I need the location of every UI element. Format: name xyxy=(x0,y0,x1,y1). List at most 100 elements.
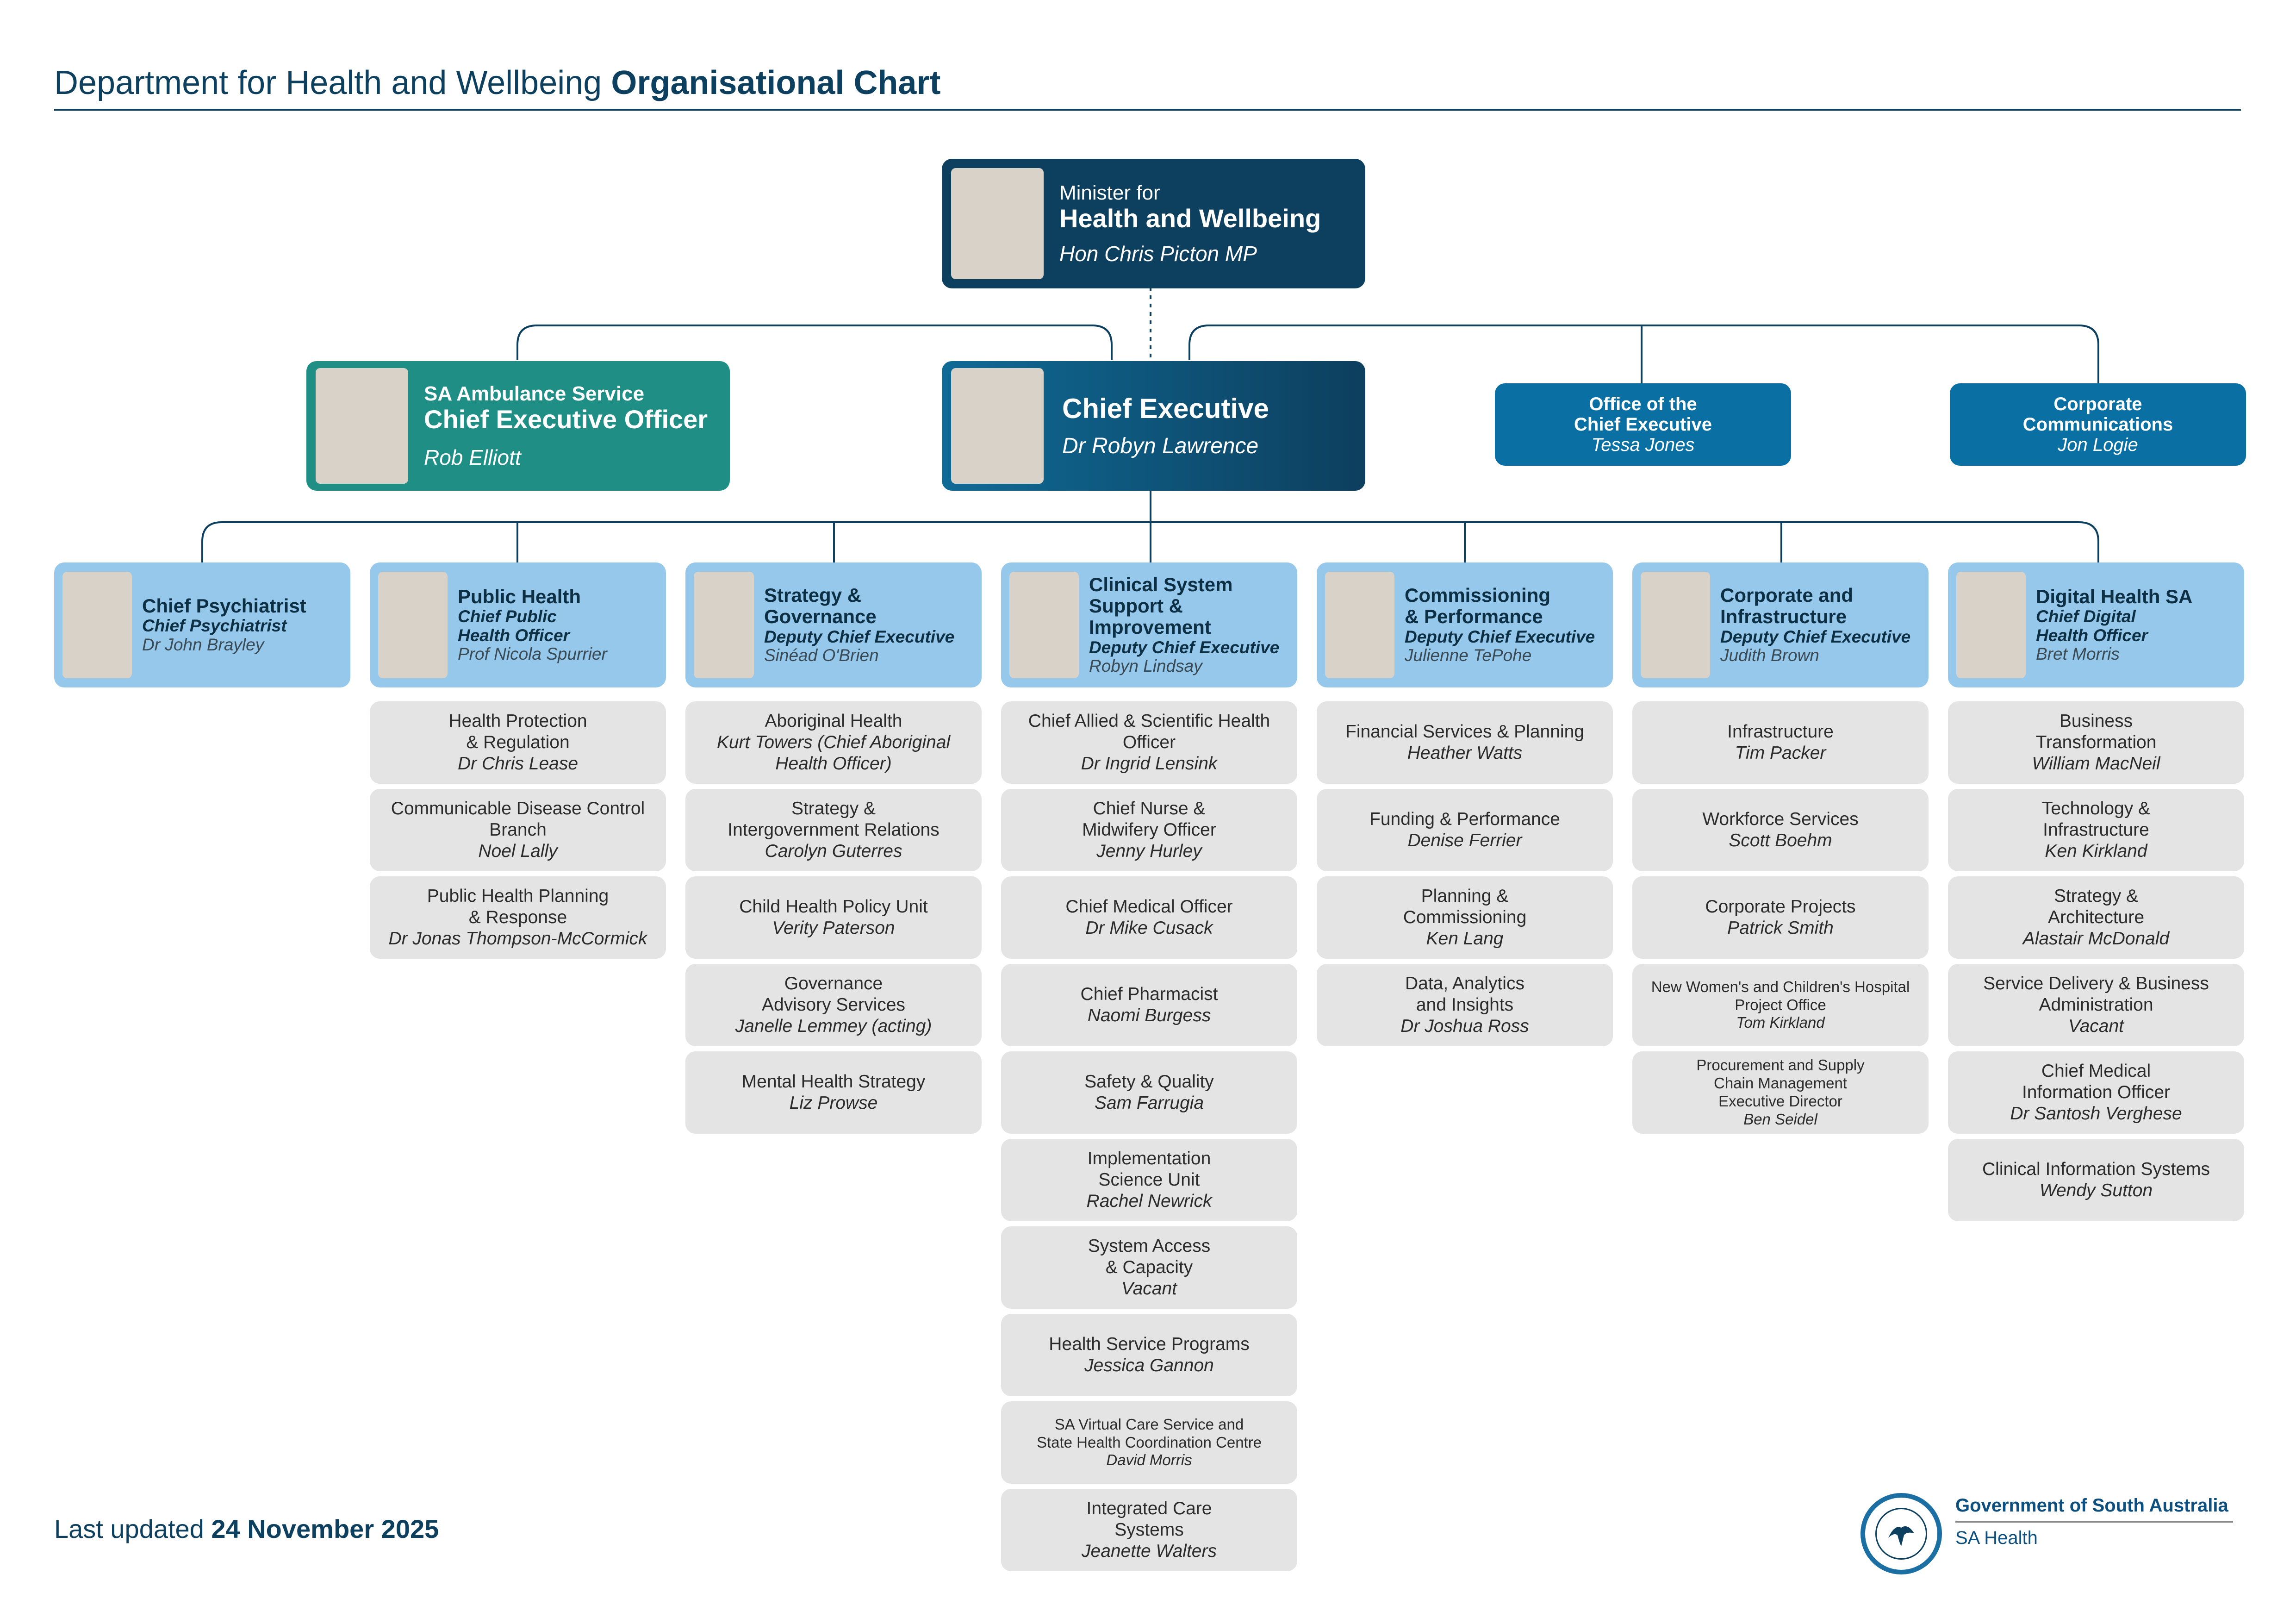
unit-lead-name: Heather Watts xyxy=(1407,743,1523,763)
unit-title: Corporate Projects xyxy=(1705,896,1856,917)
unit-lead-name: Ben Seidel xyxy=(1743,1110,1817,1128)
ambulance-name: Rob Elliott xyxy=(424,445,521,469)
unit-title: Service Delivery & Business xyxy=(1983,973,2209,993)
minister-box: Minister for Health and Wellbeing Hon Ch… xyxy=(942,159,1365,288)
unit-title: & Capacity xyxy=(1105,1257,1193,1277)
division-role: Chief Digital xyxy=(2036,607,2136,626)
division-role: Chief Public xyxy=(458,607,557,626)
agency-name: SA Health xyxy=(1955,1528,2038,1548)
unit-lead-name: Health Officer) xyxy=(775,754,892,774)
unit-title: Public Health Planning xyxy=(427,886,609,906)
comms-name: Jon Logie xyxy=(2058,435,2138,455)
minister-line1: Minister for xyxy=(1059,181,1160,204)
unit-title: Chief Nurse & xyxy=(1093,798,1206,818)
unit-lead-name: Naomi Burgess xyxy=(1087,1006,1211,1025)
unit-title: Governance xyxy=(784,973,883,993)
unit-title: Commissioning xyxy=(1403,907,1527,927)
office-line2: Chief Executive xyxy=(1574,414,1712,435)
unit-lead-name: Rachel Newrick xyxy=(1086,1191,1212,1211)
unit-title: System Access xyxy=(1088,1236,1211,1256)
person-photo-icon xyxy=(316,368,408,484)
unit-lead-name: Vacant xyxy=(2068,1016,2124,1036)
unit-lead-name: Ken Kirkland xyxy=(2045,841,2147,861)
person-photo-icon xyxy=(1956,572,2026,678)
unit-lead-name: Sam Farrugia xyxy=(1094,1093,1204,1113)
unit-lead-name: Tim Packer xyxy=(1735,743,1826,763)
government-name: Government of South Australia xyxy=(1955,1495,2228,1516)
unit-lead-name: Jeanette Walters xyxy=(1082,1541,1217,1561)
unit-title: Chief Allied & Scientific Health xyxy=(1028,711,1270,731)
division-role: Deputy Chief Executive xyxy=(764,627,955,646)
unit-title: Clinical Information Systems xyxy=(1982,1159,2210,1179)
unit-lead-name: Jessica Gannon xyxy=(1084,1355,1214,1375)
unit-title: Systems xyxy=(1114,1519,1184,1540)
chief-executive-name: Dr Robyn Lawrence xyxy=(1062,433,1259,458)
ambulance-box: SA Ambulance Service Chief Executive Off… xyxy=(306,361,730,491)
minister-line2: Health and Wellbeing xyxy=(1059,204,1321,233)
unit-title: Workforce Services xyxy=(1702,809,1859,829)
division-heading: Chief Psychiatrist xyxy=(142,595,306,617)
unit-title: Officer xyxy=(1122,732,1176,752)
office-chief-executive-box: Office of the Chief Executive Tessa Jone… xyxy=(1495,383,1791,466)
division-heading: & Performance xyxy=(1405,606,1543,628)
division-heading: Clinical System xyxy=(1089,574,1233,596)
title-divider xyxy=(54,109,2241,111)
division-role: Deputy Chief Executive xyxy=(1405,627,1595,646)
division-head-name: Sinéad O'Brien xyxy=(764,646,879,665)
unit-title: Administration xyxy=(2039,994,2153,1015)
unit-title: Chief Medical Officer xyxy=(1065,896,1233,917)
unit-lead-name: Ken Lang xyxy=(1426,929,1504,949)
seal-inner-ring xyxy=(1875,1508,1927,1560)
person-photo-icon xyxy=(62,572,132,678)
unit-lead-name: David Morris xyxy=(1106,1451,1192,1469)
ambulance-line1: SA Ambulance Service xyxy=(424,382,645,405)
unit-title: Branch xyxy=(489,819,547,840)
person-photo-icon xyxy=(1009,572,1079,678)
unit-lead-name: Dr Santosh Verghese xyxy=(2010,1104,2182,1124)
unit-title: Transformation xyxy=(2035,732,2157,752)
piping-shrike-icon xyxy=(1888,1526,1914,1546)
unit-lead-name: William MacNeil xyxy=(2032,754,2160,774)
corporate-communications-box: Corporate Communications Jon Logie xyxy=(1950,383,2246,466)
division-heading: Public Health xyxy=(458,585,581,607)
chief-executive-title: Chief Executive xyxy=(1062,393,1269,424)
ambulance-line2: Chief Executive Officer xyxy=(424,405,708,434)
division-heading: Commissioning xyxy=(1405,584,1551,606)
unit-title: Planning & xyxy=(1421,886,1509,906)
division-role: Health Officer xyxy=(2036,625,2148,645)
unit-title: Science Unit xyxy=(1098,1169,1200,1190)
person-photo-icon xyxy=(378,572,448,678)
unit-lead-name: Dr Joshua Ross xyxy=(1400,1016,1529,1036)
comms-line2: Communications xyxy=(2022,414,2173,435)
chief-executive-box: Chief Executive Dr Robyn Lawrence xyxy=(942,361,1365,491)
unit-lead-name: Dr Jonas Thompson-McCormick xyxy=(388,929,647,949)
unit-lead-name: Verity Paterson xyxy=(772,918,895,938)
unit-title: Chain Management xyxy=(1713,1074,1847,1092)
person-photo-icon xyxy=(951,168,1044,279)
unit-title: Information Officer xyxy=(2022,1082,2171,1102)
unit-title: Funding & Performance xyxy=(1369,809,1560,829)
division-heading: Improvement xyxy=(1089,616,1211,638)
division-heading: Strategy & xyxy=(764,584,862,606)
